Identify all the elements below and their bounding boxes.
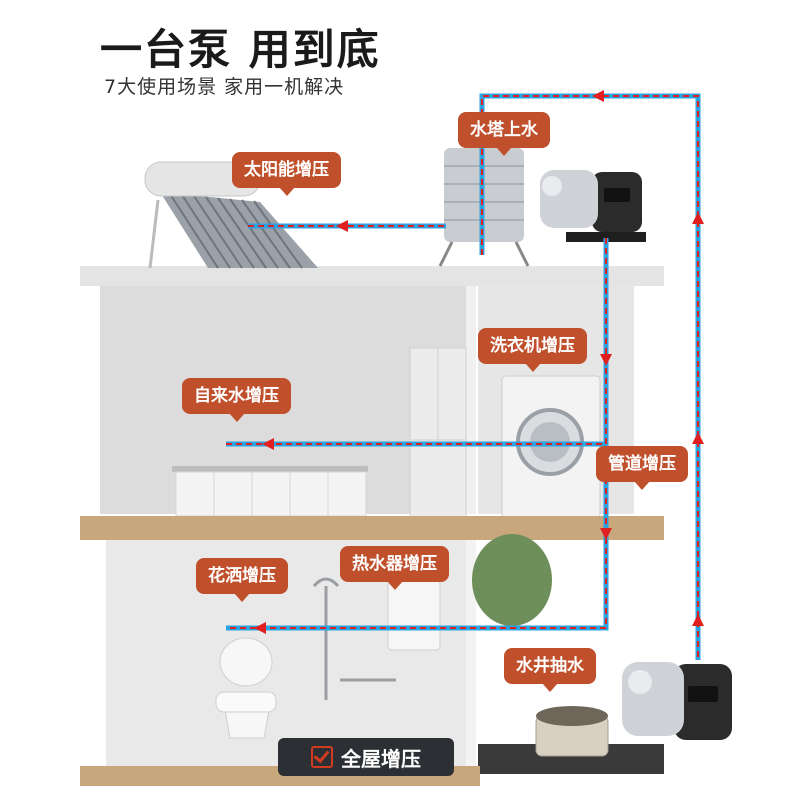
arrow-down-2 [600,528,612,540]
tag-shower: 花洒增压 [196,558,288,602]
whole-house-badge: 全屋增压 [278,738,454,776]
fridge [409,347,467,519]
tag-well: 水井抽水 [504,648,596,692]
arrow-right-up-1 [692,212,704,224]
toilet [215,637,277,739]
solar-heater [144,161,318,269]
shower [312,577,396,700]
pump-top [540,170,646,242]
arrow-top-left [592,90,604,102]
tag-washer: 洗衣机增压 [478,328,587,372]
arrow-right-up-2 [692,432,704,444]
arrow-shower [254,622,266,634]
tag-solar: 太阳能增压 [232,152,341,196]
page-subtitle: 7大使用场景 家用一机解决 [104,76,345,98]
tag-water-tower: 水塔上水 [458,112,550,156]
badge-label: 全屋增压 [341,746,421,771]
checkmark-icon [311,746,333,768]
kitchen-counter [172,466,368,517]
tag-tap: 自来水增压 [182,378,291,422]
arrow-solar [336,220,348,232]
well [535,706,609,757]
arrow-right-up-3 [692,614,704,626]
tag-pipe: 管道增压 [596,446,688,490]
arrow-down-1 [600,354,612,366]
water-heater [387,579,441,651]
pipe-flow-dashes [226,95,699,660]
tag-heater: 热水器增压 [340,546,449,590]
floor-slab [80,516,664,540]
pump-bottom [622,662,732,740]
flow-arrows [254,90,704,634]
page-title: 一台泵 用到底 [100,25,381,74]
roof-slab [80,266,664,286]
arrow-tap [262,438,274,450]
washing-machine [501,375,601,519]
